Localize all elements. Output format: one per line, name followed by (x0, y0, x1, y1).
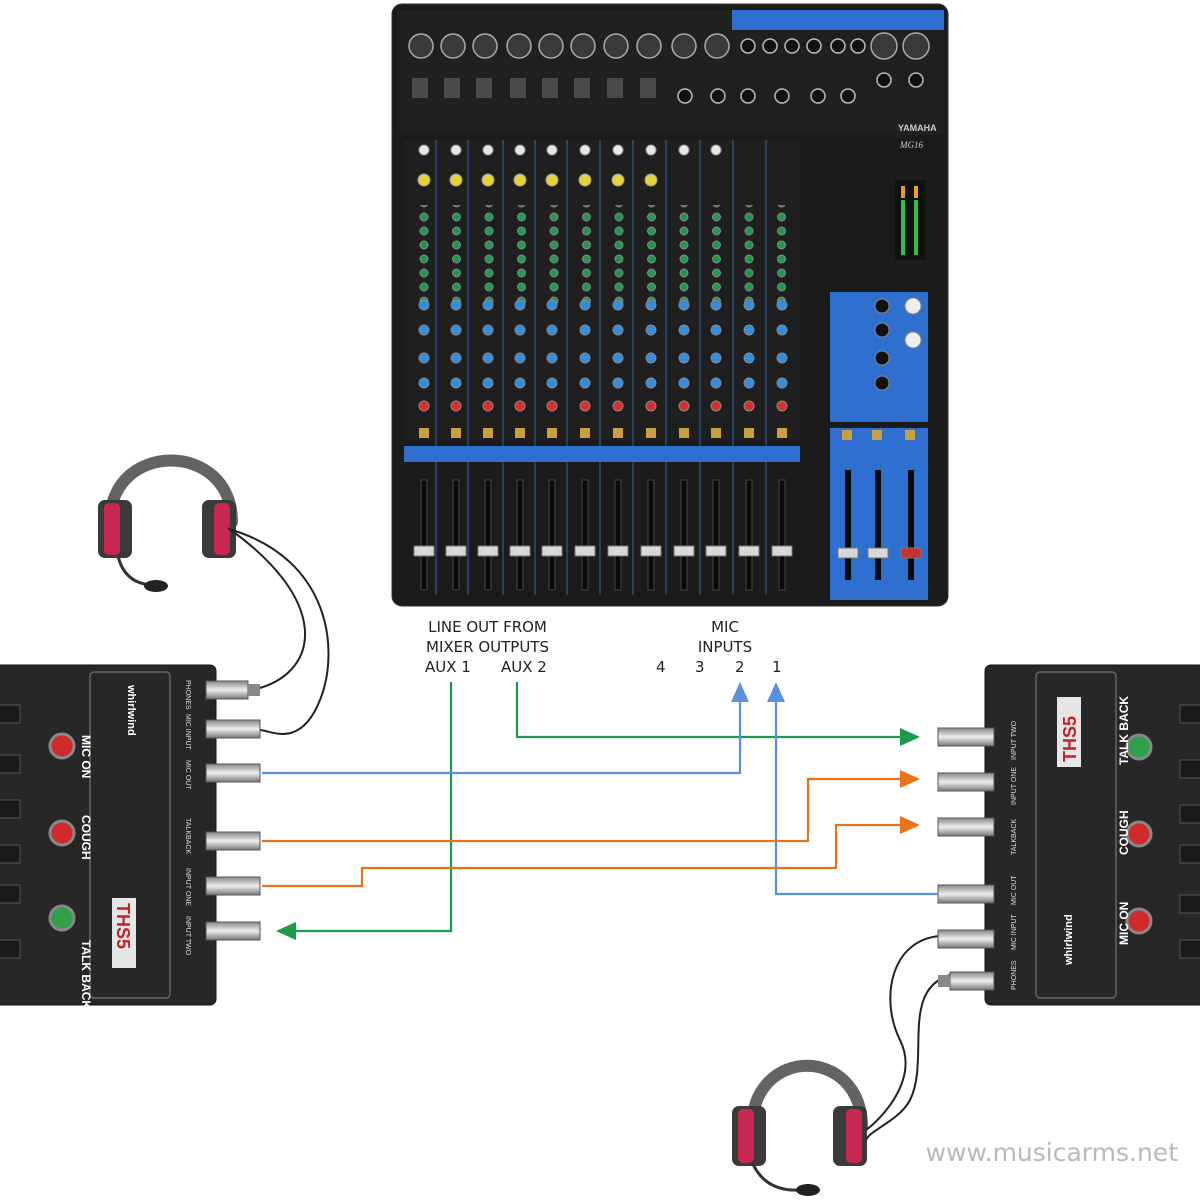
headphones-left (98, 454, 330, 735)
talkback-label-right: TALK BACK (1117, 696, 1131, 765)
wire-right-talkback-to-left-input-one (262, 823, 902, 888)
mic-on-button-right[interactable] (1125, 907, 1153, 935)
ths5-logo-right: THS5 (1060, 716, 1080, 762)
mixer-model: MG16 (899, 140, 923, 150)
mic-on-label: MIC ON (79, 735, 93, 778)
wire-left-talkback-to-right-input-one (262, 777, 902, 843)
mic-input-4-label: 4 (656, 658, 666, 676)
aux1-label: AUX 1 (425, 658, 471, 676)
ths5-left-jacks (205, 680, 261, 941)
svg-text:INPUT ONE: INPUT ONE (184, 868, 191, 906)
aux2-label: AUX 2 (501, 658, 547, 676)
wire-aux1-to-left-input-two (296, 682, 453, 933)
headphones-right (732, 935, 951, 1196)
mixer: YAMAHA MG16 (391, 3, 949, 607)
talkback-button[interactable] (48, 904, 76, 932)
mic-input-2-label: 2 (735, 658, 745, 676)
brand-whirlwind-left: whirlwind (125, 684, 137, 736)
cough-button[interactable] (48, 819, 76, 847)
svg-text:MIC INPUT: MIC INPUT (184, 714, 191, 751)
mic-on-label-right: MIC ON (1117, 902, 1131, 945)
svg-text:MIC INPUT: MIC INPUT (1011, 914, 1018, 951)
talkback-button-right[interactable] (1125, 733, 1153, 761)
talkback-label: TALK BACK (79, 940, 93, 1009)
wire-aux2-to-right-input-two (515, 682, 902, 739)
ths5-right: TALK BACK COUGH MIC ON THS5 whirlwind IN… (937, 664, 1200, 1006)
svg-text:INPUT ONE: INPUT ONE (1011, 767, 1018, 805)
svg-text:PHONES: PHONES (184, 680, 191, 710)
mic-inputs-line-2: INPUTS (697, 638, 753, 656)
svg-text:MIC OUT: MIC OUT (184, 760, 191, 790)
svg-text:TALKBACK: TALKBACK (184, 818, 191, 854)
svg-text:INPUT TWO: INPUT TWO (1011, 720, 1018, 760)
mixer-brand: YAMAHA (898, 123, 937, 133)
svg-text:MIC OUT: MIC OUT (1011, 875, 1018, 905)
cough-label-right: COUGH (1117, 810, 1131, 855)
mic-inputs-line-1: MIC (711, 618, 739, 636)
cough-label: COUGH (79, 815, 93, 860)
line-out-line-2: MIXER OUTPUTS (426, 638, 549, 656)
mixer-faders (413, 545, 793, 557)
cough-button-right[interactable] (1125, 820, 1153, 848)
wire-left-mic-out-to-input-2 (262, 700, 742, 775)
wires (262, 682, 938, 940)
watermark: www.musicarms.net (925, 1138, 1178, 1167)
brand-whirlwind-right: whirlwind (1063, 914, 1075, 966)
mic-on-button[interactable] (48, 732, 76, 760)
line-out-heading: LINE OUT FROM MIXER OUTPUTS (400, 617, 575, 657)
wire-right-mic-out-to-input-1 (774, 700, 938, 896)
mixer-xlr-inputs (408, 32, 930, 60)
svg-text:INPUT TWO: INPUT TWO (184, 916, 191, 956)
ths5-logo-left: THS5 (113, 903, 133, 949)
mic-input-3-label: 3 (695, 658, 705, 676)
ths5-left: MIC ON COUGH TALK BACK whirlwind THS5 PH… (0, 664, 261, 1009)
line-out-line-1: LINE OUT FROM (428, 618, 547, 636)
svg-text:TALKBACK: TALKBACK (1011, 819, 1018, 855)
ths5-right-jacks (937, 727, 995, 991)
mixer-knobs (417, 144, 722, 187)
mic-input-1-label: 1 (772, 658, 782, 676)
svg-text:PHONES: PHONES (1011, 960, 1018, 990)
mic-inputs-heading: MIC INPUTS (680, 617, 770, 657)
